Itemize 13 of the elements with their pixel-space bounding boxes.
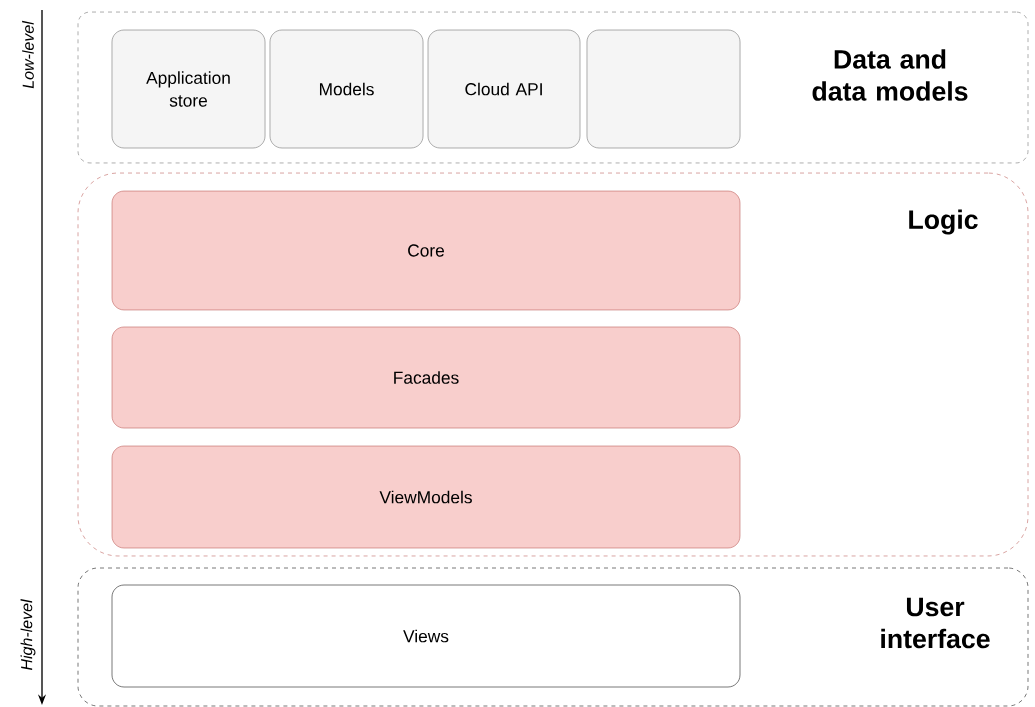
component-box: Facades <box>111 326 741 429</box>
layer-title: User interface <box>881 597 990 649</box>
layer-title: Logic <box>909 209 978 235</box>
component-box: Cloud API <box>427 29 581 149</box>
component-box: Core <box>111 190 741 311</box>
axis-label: High-level <box>19 598 37 672</box>
component-box: Views <box>111 584 741 688</box>
component-box <box>586 29 741 149</box>
layer-title: Data and data models <box>812 49 968 101</box>
component-box: ViewModels <box>111 445 741 549</box>
component-box: Application store <box>111 29 266 149</box>
component-box: Models <box>269 29 424 149</box>
axis-label: Low-level <box>20 19 36 91</box>
